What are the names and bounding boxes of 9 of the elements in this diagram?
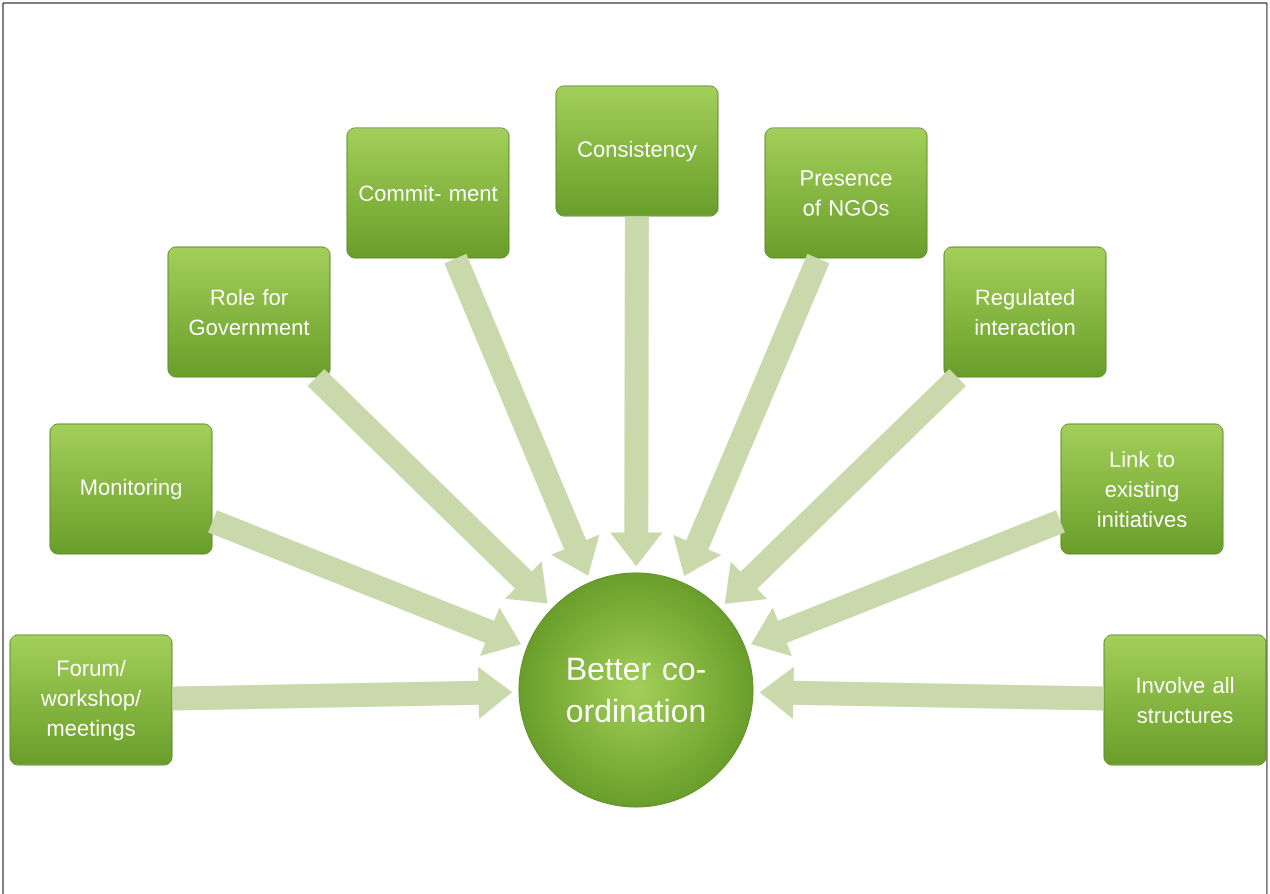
text-box: Commit- ment [346, 127, 510, 259]
text-box: Presence of NGOs [764, 127, 928, 259]
text-box: Role for Government [167, 246, 331, 378]
text-box: Involve all structures [1103, 634, 1267, 766]
text-box: Forum/ workshop/ meetings [9, 634, 173, 766]
text-box: Regulated interaction [943, 246, 1107, 378]
text-box: Consistency [555, 85, 719, 217]
text-box: Monitoring [49, 423, 213, 555]
text-box: Link to existing initiatives [1060, 423, 1224, 555]
